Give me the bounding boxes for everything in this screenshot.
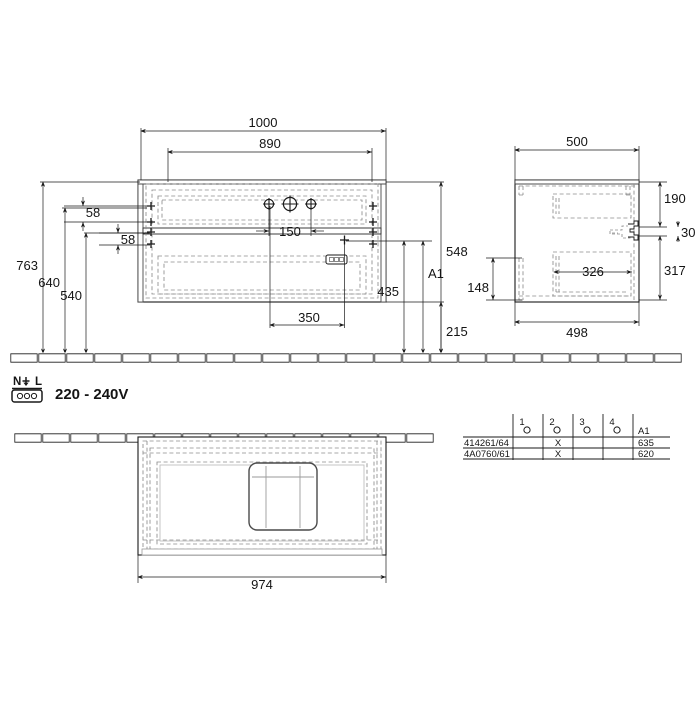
dim-label-a1: A1 bbox=[428, 266, 444, 281]
dim-lower-height-317: 317 bbox=[664, 263, 686, 278]
variant-row-2-article: 4A0760/61 bbox=[464, 449, 510, 460]
variant-col-3-icon bbox=[583, 426, 591, 434]
variant-row-2-mark-2: X bbox=[555, 449, 562, 460]
side-bracket-detail bbox=[628, 220, 639, 241]
variant-col-2-label: 2 bbox=[549, 417, 554, 428]
side-elevation-view: 500 498 190 30 317 148 bbox=[467, 134, 695, 340]
mains-connector-icon: N L bbox=[11, 376, 43, 403]
side-left-dimension bbox=[486, 257, 522, 301]
dim-inner-depth-326: 326 bbox=[582, 264, 604, 279]
front-tap-spacing-dimension bbox=[256, 206, 324, 236]
dim-height-640: 640 bbox=[38, 275, 60, 290]
front-offset-dimensions bbox=[64, 197, 150, 254]
dim-offset-58-lower: 58 bbox=[121, 232, 135, 247]
variant-row-1-article: 414261/64 bbox=[464, 438, 509, 449]
dim-foot-height-148: 148 bbox=[467, 280, 489, 295]
dim-depth-500: 500 bbox=[566, 134, 588, 149]
terminal-n-label: N bbox=[13, 376, 21, 388]
side-bottom-dimension bbox=[514, 302, 640, 326]
dim-height-763: 763 bbox=[16, 258, 38, 273]
side-top-dimension bbox=[514, 146, 640, 180]
dim-height-540: 540 bbox=[60, 288, 82, 303]
dim-inner-width: 890 bbox=[259, 136, 281, 151]
terminal-l-label: L bbox=[35, 376, 42, 388]
front-top-dimensions bbox=[140, 128, 387, 182]
plan-view: 974 bbox=[14, 433, 434, 592]
front-drain-offset-dimension bbox=[269, 206, 345, 328]
variant-col-3-label: 3 bbox=[579, 417, 584, 428]
variant-col-1-icon bbox=[523, 426, 531, 434]
variant-table: 1 2 3 4 A1 414261/64 X 635 4A0760/61 X 6… bbox=[463, 414, 670, 460]
front-right-dimensions bbox=[346, 181, 444, 354]
front-elevation-view: 1000 890 763 640 540 58 58 bbox=[16, 115, 468, 354]
table-row: 414261/64 X 635 bbox=[464, 438, 654, 449]
dim-plinth-height-215: 215 bbox=[446, 324, 468, 339]
dim-plan-width-974: 974 bbox=[251, 577, 273, 592]
side-wall-bracket-icon bbox=[609, 225, 631, 239]
variant-col-4-label: 4 bbox=[609, 417, 614, 428]
voltage-label: 220 - 240V bbox=[55, 386, 128, 403]
dim-depth-498: 498 bbox=[566, 325, 588, 340]
variant-row-1-mark-2: X bbox=[555, 438, 562, 449]
socket-box-icon bbox=[325, 254, 348, 265]
variant-col-a1-label: A1 bbox=[638, 426, 650, 437]
dim-offset-58-upper: 58 bbox=[86, 205, 100, 220]
table-row: 4A0760/61 X 620 bbox=[464, 449, 654, 460]
waste-outlet-center-icon bbox=[281, 195, 299, 213]
variant-row-2-a1: 620 bbox=[638, 449, 654, 460]
dim-total-height-548: 548 bbox=[446, 244, 468, 259]
dim-tap-spacing: 150 bbox=[279, 224, 301, 239]
side-cabinet-body bbox=[514, 179, 640, 303]
dim-drain-offset: 350 bbox=[298, 310, 320, 325]
variant-row-1-a1: 635 bbox=[638, 438, 654, 449]
variant-col-1-label: 1 bbox=[519, 417, 524, 428]
plan-width-dimension bbox=[137, 555, 387, 583]
variant-table-header: 1 2 3 4 A1 bbox=[519, 417, 649, 437]
front-hidden-lines bbox=[145, 183, 379, 299]
dim-socket-height-435: 435 bbox=[377, 284, 399, 299]
variant-col-4-icon bbox=[613, 426, 621, 434]
plan-drawer-recess bbox=[248, 462, 318, 531]
side-right-dimensions bbox=[639, 181, 681, 301]
dim-overall-width: 1000 bbox=[249, 115, 278, 130]
plan-plinth-band bbox=[141, 548, 383, 556]
floor-tile-line-elevation bbox=[9, 352, 693, 363]
electrical-supply-note: N L 220 - 240V bbox=[11, 376, 128, 403]
dim-notch-height-30: 30 bbox=[681, 225, 695, 240]
variant-col-2-icon bbox=[553, 426, 561, 434]
dim-upper-height-190: 190 bbox=[664, 191, 686, 206]
